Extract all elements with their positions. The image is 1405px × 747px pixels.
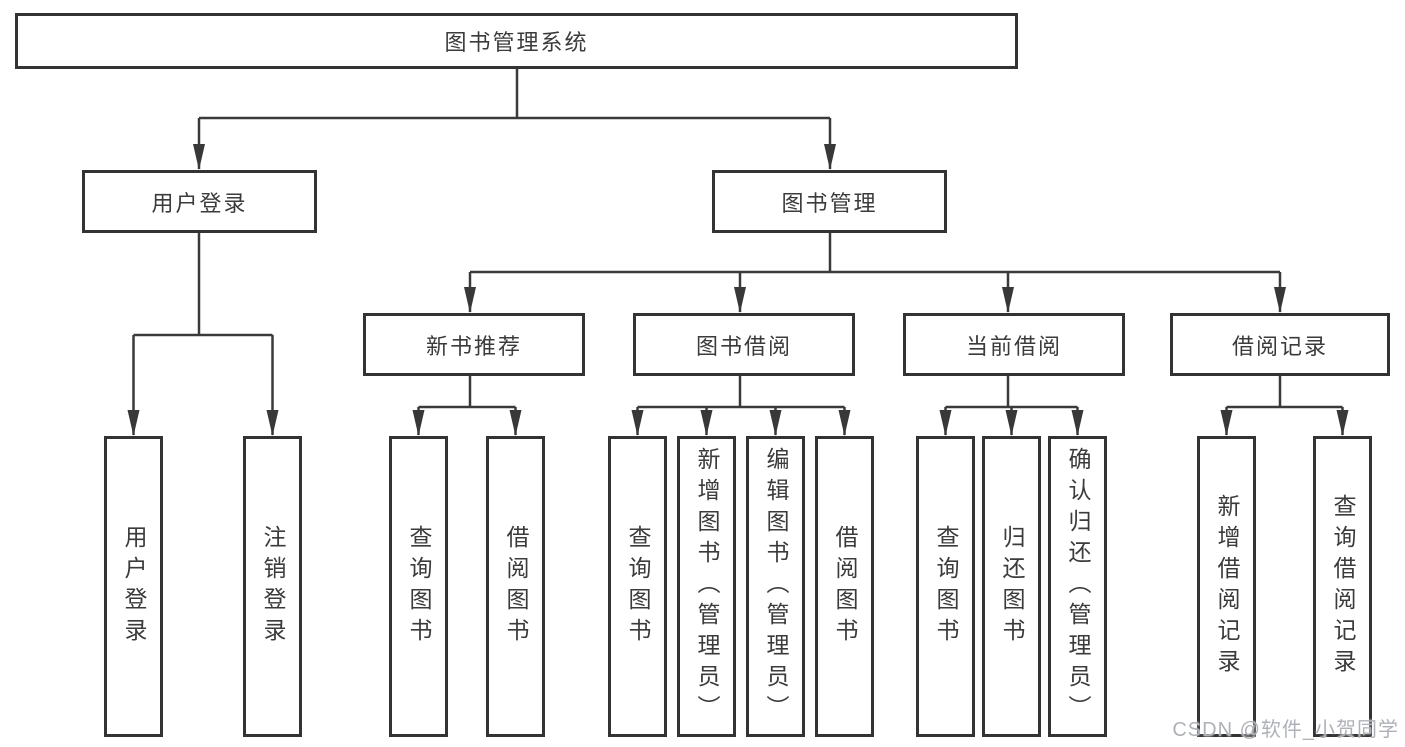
- branch-book-management: [464, 233, 1286, 313]
- leaf-add-borrow-record: 新增借阅记录: [1197, 436, 1256, 737]
- node-label: 当前借阅: [965, 333, 1062, 359]
- node-label: 用户登录: [151, 190, 248, 216]
- branch-book-borrow: [631, 376, 851, 436]
- node-library-system: 图书管理系统: [15, 13, 1018, 69]
- leaf-borrow-books: 借阅图书: [815, 436, 874, 737]
- node-label: 图书管理系统: [444, 30, 589, 55]
- leaf-add-books-admin: 新增图书（管理员）: [677, 436, 736, 737]
- node-new-book-recommend: 新书推荐: [363, 313, 585, 376]
- leaf-logout: 注销登录: [243, 436, 302, 737]
- node-borrow-records: 借阅记录: [1170, 313, 1390, 376]
- branch-borrow-records: [1220, 376, 1349, 436]
- leaf-confirm-return-admin: 确认归还（管理员）: [1048, 436, 1107, 737]
- leaf-query-books-borrow: 查询图书: [608, 436, 667, 737]
- leaf-edit-books-admin: 编辑图书（管理员）: [746, 436, 805, 737]
- csdn-watermark: CSDN @软件_小贺同学: [1172, 719, 1399, 741]
- leaf-query-books-current: 查询图书: [916, 436, 975, 737]
- node-book-borrow: 图书借阅: [633, 313, 855, 376]
- node-current-borrow: 当前借阅: [903, 313, 1125, 376]
- node-label: 新书推荐: [425, 333, 522, 359]
- node-label: 图书借阅: [695, 333, 792, 359]
- branch-new-book: [412, 376, 522, 436]
- node-book-management: 图书管理: [712, 170, 947, 233]
- node-user-login: 用户登录: [82, 170, 317, 233]
- leaf-return-books: 归还图书: [982, 436, 1041, 737]
- branch-root: [193, 69, 836, 170]
- leaf-borrow-books-recommend: 借阅图书: [486, 436, 545, 737]
- branch-user-login: [127, 233, 279, 436]
- branch-current-borrow: [939, 376, 1084, 436]
- leaf-user-login: 用户登录: [104, 436, 163, 737]
- leaf-query-books-recommend: 查询图书: [389, 436, 448, 737]
- leaf-query-borrow-record: 查询借阅记录: [1313, 436, 1372, 737]
- node-label: 借阅记录: [1231, 333, 1328, 359]
- node-label: 图书管理: [781, 190, 878, 216]
